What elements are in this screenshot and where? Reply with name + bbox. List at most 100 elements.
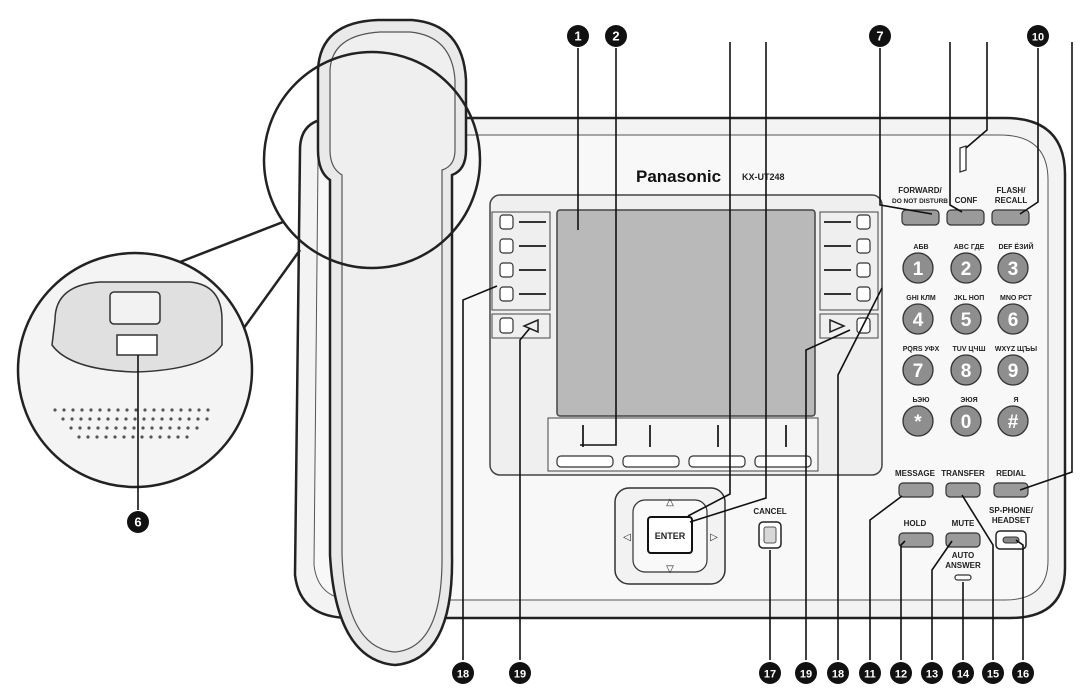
enter-button[interactable] [647,516,693,554]
callout-number: 18 [457,669,469,681]
soft-key-button[interactable] [622,455,680,468]
line-key-right[interactable] [856,214,871,230]
grille-hole [185,435,189,439]
hold-button[interactable] [898,532,934,548]
callout-top-10: 10 [1027,25,1049,47]
soft-key-button[interactable] [688,455,746,468]
grille-hole [179,408,183,412]
forward-label-2: DO NOT DISTURB [892,198,948,205]
grille-hole [78,426,82,430]
grille-hole [178,417,182,421]
model-number: KX-UT248 [742,172,785,182]
hook-tab [116,334,158,356]
keypad-key-hash[interactable]: #Я [997,397,1029,437]
callout-number: 7 [876,29,883,44]
callout-bottom-18: 18 [452,662,474,684]
line-key-right[interactable] [856,286,871,302]
key-cap [997,405,1029,437]
conf-button[interactable] [946,209,985,226]
line-key-right[interactable] [856,238,871,254]
key-digit: 7 [913,361,924,382]
line-key-right[interactable] [856,262,871,278]
key-cap [902,354,934,386]
key-cap [950,405,982,437]
callout-number: 17 [764,669,776,681]
auto-answer-lamp [954,574,972,581]
transfer-button[interactable] [945,482,981,498]
grille-hole [97,417,101,421]
grille-hole [105,426,109,430]
grille-hole [159,426,163,430]
callout-circle [605,25,627,47]
key-digit: 0 [961,412,972,433]
grille-hole [69,426,73,430]
line-key-left[interactable] [499,238,514,254]
grille-hole [123,426,127,430]
up-arrow-icon[interactable]: △ [666,497,674,508]
grille-hole [125,408,129,412]
grille-hole [116,408,120,412]
callout-number: 19 [514,669,526,681]
grille-hole [205,417,209,421]
callout-bottom-19: 19 [509,662,531,684]
callout-top-1: 1 [567,25,589,47]
callout-circle [859,662,881,684]
callout-top-2: 2 [605,25,627,47]
key-letters: АБВ [913,244,928,251]
key-cap [902,303,934,335]
callout-circle [509,662,531,684]
callout-circle [452,662,474,684]
message-button[interactable] [898,482,934,498]
line-key-left[interactable] [499,214,514,230]
left-nav-arrow-icon[interactable]: ◁ [623,532,631,543]
callout-number: 6 [134,515,141,530]
callout-circle [982,662,1004,684]
key-digit: 2 [961,259,972,280]
grille-hole [53,408,57,412]
flash-recall-button[interactable] [991,209,1030,226]
down-arrow-icon[interactable]: ▽ [666,564,674,575]
right-page-panel [819,313,879,339]
callout-bottom-14: 14 [952,662,974,684]
callout-number: 10 [1032,32,1044,44]
right-nav-arrow-icon[interactable]: ▷ [710,532,718,543]
right-arrow-icon [829,318,846,334]
grille-hole [168,426,172,430]
key-digit: # [1008,412,1019,433]
grille-hole [152,408,156,412]
grille-hole [186,426,190,430]
redial-button[interactable] [993,482,1029,498]
soft-key-button[interactable] [754,455,812,468]
right-line-key-panel [819,211,879,311]
callout-bottom-19: 19 [795,662,817,684]
grille-hole [98,408,102,412]
key-cap [950,303,982,335]
line-key-left[interactable] [499,286,514,302]
soft-key-button[interactable] [556,455,614,468]
cancel-label: CANCEL [753,507,786,516]
key-letters: ЭЮЯ [960,397,977,404]
callout-circle [921,662,943,684]
sp-phone-lamp [1002,536,1020,544]
grille-hole [142,417,146,421]
left-page-button[interactable] [499,317,514,334]
grille-hole [141,426,145,430]
keypad-key-star[interactable]: *ЬЭЮ [902,397,934,437]
key-cap [950,354,982,386]
line-key-left[interactable] [499,262,514,278]
mute-button[interactable] [945,532,981,548]
left-arrow-icon [522,318,539,334]
keypad-key-0[interactable]: 0 ЭЮЯ [950,397,982,437]
key-digit: 3 [1008,259,1019,280]
key-letters: TUV ЦЧШ [952,346,985,353]
callout-circle [1012,662,1034,684]
